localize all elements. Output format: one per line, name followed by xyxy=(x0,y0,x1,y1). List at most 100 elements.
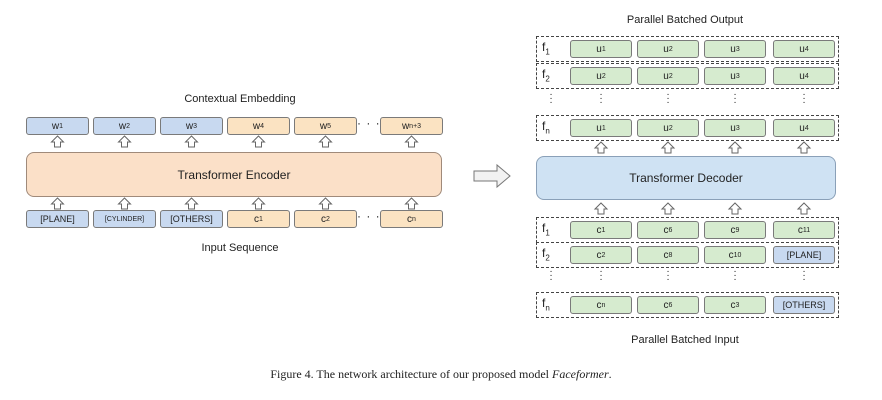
token-subscript: 1 xyxy=(259,215,263,223)
up-arrow-icon xyxy=(660,141,676,154)
token-subscript: 1 xyxy=(601,226,606,234)
token-text: u xyxy=(663,70,669,82)
token-subscript: 3 xyxy=(735,124,740,132)
face-label-text: f xyxy=(542,221,546,235)
face-label-subscript: n xyxy=(545,126,550,136)
token-subscript: 1 xyxy=(59,122,64,130)
face-label-text: f xyxy=(542,296,546,310)
transformer-encoder: Transformer Encoder xyxy=(26,152,442,197)
decoder-label: Transformer Decoder xyxy=(629,171,743,185)
input-token: [PLANE] xyxy=(26,210,89,228)
batch-row xyxy=(536,242,839,268)
token-text: [PLANE] xyxy=(40,214,75,224)
face-label-subscript: n xyxy=(545,303,550,313)
up-arrow-icon xyxy=(796,202,812,215)
contextual-embedding-title: Contextual Embedding xyxy=(184,93,296,105)
token-subscript: 10 xyxy=(733,251,742,259)
caption-prefix: Figure 4. The network architecture of ou… xyxy=(270,367,553,381)
token-subscript: 2 xyxy=(668,72,673,80)
up-arrow-icon xyxy=(184,135,199,148)
up-arrow-icon xyxy=(318,197,333,210)
token-subscript: n xyxy=(601,301,606,309)
vertical-ellipsis: ··· xyxy=(549,266,553,285)
token-text: c xyxy=(663,299,669,311)
token-subscript: 6 xyxy=(668,301,673,309)
token-subscript: 11 xyxy=(802,226,811,234)
token-subscript: 1 xyxy=(601,45,606,53)
up-arrow-icon xyxy=(404,197,419,210)
batch-row xyxy=(536,115,839,141)
token-text: c xyxy=(596,224,602,236)
up-arrow-icon xyxy=(251,135,266,148)
token-text: c xyxy=(730,224,736,236)
token-text: c xyxy=(407,213,413,225)
token-subscript: 3 xyxy=(735,72,740,80)
token-subscript: 2 xyxy=(601,251,606,259)
face-label-subscript: 2 xyxy=(545,74,550,84)
token-subscript: 9 xyxy=(735,226,740,234)
token-subscript: n xyxy=(412,215,416,223)
right-arrow-icon xyxy=(473,163,511,189)
batch-row xyxy=(536,36,839,62)
encoder-label: Transformer Encoder xyxy=(177,167,291,182)
vertical-ellipsis: ··· xyxy=(599,89,603,108)
batch-row xyxy=(536,292,839,318)
token-text: c xyxy=(797,224,803,236)
output-ellipsis: · · · xyxy=(357,116,381,130)
token-text: u xyxy=(730,43,736,55)
token-subscript: 4 xyxy=(804,45,809,53)
token-text: [OTHERS] xyxy=(782,300,826,310)
caption-model-name: Faceformer xyxy=(552,367,609,381)
token-text: u xyxy=(663,122,669,134)
token-text: u xyxy=(730,70,736,82)
caption-suffix: . xyxy=(608,367,612,381)
up-arrow-icon xyxy=(593,202,609,215)
token-subscript: 3 xyxy=(735,301,740,309)
input-token: [CYLINDER] xyxy=(93,210,156,228)
token-text: c xyxy=(730,299,736,311)
up-arrow-icon xyxy=(50,197,65,210)
vertical-ellipsis: ··· xyxy=(733,266,737,285)
vertical-ellipsis: ··· xyxy=(733,89,737,108)
token-text: c xyxy=(728,249,734,261)
up-arrow-icon xyxy=(796,141,812,154)
token-text: w xyxy=(118,120,127,132)
token-text: u xyxy=(799,122,805,134)
face-label-text: f xyxy=(542,119,546,133)
parallel-batched-output-title: Parallel Batched Output xyxy=(626,14,744,26)
face-label-subscript: 2 xyxy=(545,253,550,263)
parallel-batched-input-title: Parallel Batched Input xyxy=(631,334,739,346)
face-label-text: f xyxy=(542,67,546,81)
up-arrow-icon xyxy=(727,141,743,154)
up-arrow-icon xyxy=(251,197,266,210)
token-text: [OTHERS] xyxy=(170,214,213,224)
token-text: w xyxy=(51,120,60,132)
token-subscript: 2 xyxy=(668,124,673,132)
up-arrow-icon xyxy=(318,135,333,148)
face-label: f1 xyxy=(542,40,550,56)
figure-caption: Figure 4. The network architecture of ou… xyxy=(0,367,882,382)
input-sequence-label: Input Sequence xyxy=(201,242,279,254)
token-text: c xyxy=(663,249,669,261)
token-subscript: 3 xyxy=(735,45,740,53)
token-text: c xyxy=(254,213,260,225)
vertical-ellipsis: ··· xyxy=(666,266,670,285)
token-text: c xyxy=(321,213,327,225)
token-subscript: 2 xyxy=(668,45,673,53)
